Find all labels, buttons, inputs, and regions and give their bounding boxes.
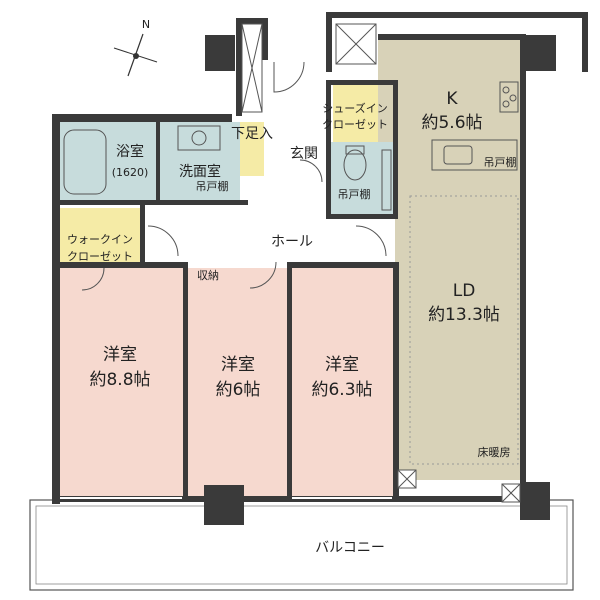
washroom-label: 洗面室 (179, 163, 221, 180)
shoe-closet-label-2: クローゼット (322, 118, 388, 131)
washroom-cabinet-note: 吊戸棚 (196, 179, 229, 193)
washroom-floor (160, 122, 240, 200)
floor-heating-label: 床暖房 (478, 445, 511, 459)
balcony-label: バルコニー (315, 540, 385, 556)
shoe-closet-floor (333, 85, 378, 142)
bath-size-label: (1620) (112, 166, 149, 179)
compass-north-label: N (142, 18, 150, 31)
bedroom-3-size-label: 約6.3帖 (311, 380, 372, 400)
ld-label: LD (453, 281, 476, 301)
entrance-label: 玄関 (290, 145, 318, 162)
washbasin (177, 125, 221, 151)
doors (81, 61, 387, 291)
shoe-storage-floor (240, 122, 264, 176)
ldk-floor (378, 40, 520, 480)
bedroom-3-floor (292, 268, 395, 498)
bathtub (63, 129, 107, 195)
toilet-floor (330, 142, 395, 214)
compass: N (113, 18, 158, 77)
shoe-storage-label: 下足入 (231, 126, 273, 142)
walkin-closet-label-2: クローゼット (67, 250, 133, 263)
walkin-closet-label-1: ウォークイン (67, 233, 133, 246)
ld-size-label: 約13.3帖 (428, 305, 500, 325)
bath-floor (60, 122, 158, 200)
floor-heating-area (409, 195, 519, 465)
kitchen-size-label: 約5.6帖 (421, 113, 482, 133)
bedroom-3-label: 洋室 (325, 355, 359, 375)
bedroom-1-floor (58, 268, 183, 498)
bedroom-1-size-label: 約8.8帖 (89, 370, 150, 390)
shoe-closet-label-1: シューズイン (322, 101, 387, 115)
storage-label: 収納 (197, 269, 219, 282)
toilet-cabinet-note: 吊戸棚 (338, 187, 371, 201)
walkin-closet-floor (60, 208, 140, 268)
pipe-shafts (241, 23, 521, 503)
hall-label: ホール (271, 234, 313, 250)
kitchen-label: K (446, 89, 458, 109)
bedroom-2-label: 洋室 (221, 355, 255, 375)
kitchen-cabinet-note: 吊戸棚 (484, 155, 517, 169)
bedroom-2-size-label: 約6帖 (216, 380, 261, 400)
columns (204, 35, 556, 525)
bath-label: 浴室 (116, 143, 144, 160)
bedroom-2-floor (188, 268, 288, 498)
toilet-fixture (343, 145, 392, 211)
balcony: バルコニー (29, 499, 574, 591)
bedroom-1-label: 洋室 (103, 345, 137, 365)
kitchen-counter (431, 81, 519, 171)
